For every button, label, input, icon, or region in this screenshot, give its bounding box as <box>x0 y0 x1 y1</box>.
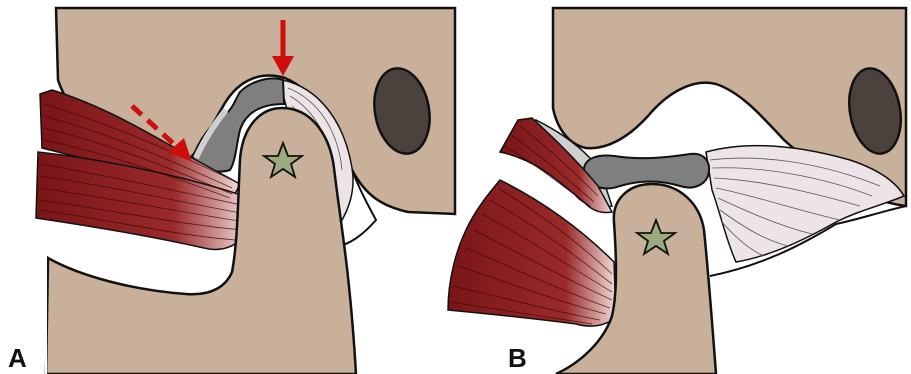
panel-label-b: B <box>508 345 527 371</box>
panel-label-a: A <box>8 345 27 371</box>
panel-a <box>36 8 455 374</box>
panel-b <box>448 8 907 374</box>
